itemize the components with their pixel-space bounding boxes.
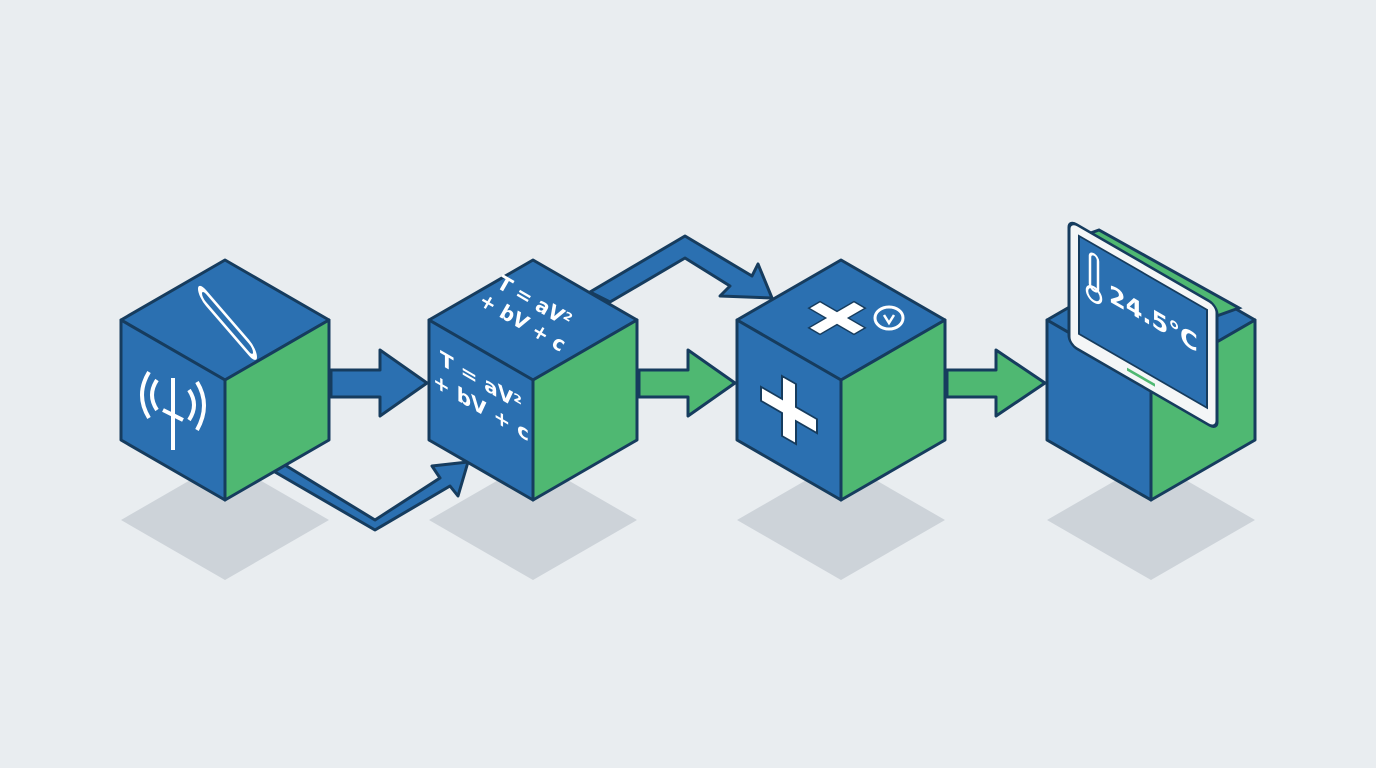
status-indicator xyxy=(1127,367,1155,387)
check-circle-icon xyxy=(873,305,905,331)
thermometer-icon xyxy=(1085,252,1103,305)
sensor-cube xyxy=(119,258,331,582)
processing-cube xyxy=(735,258,947,582)
plus-icon xyxy=(807,300,867,336)
thermometer-icon xyxy=(198,285,257,360)
plus-icon-front xyxy=(760,374,818,446)
antenna-probe-icon xyxy=(140,370,206,450)
curved-arrow-1 xyxy=(273,460,470,532)
arrow-3 xyxy=(945,348,1047,418)
curved-arrow-2 xyxy=(588,234,774,304)
arrow-2 xyxy=(637,348,737,418)
display-cube: 24.5°C xyxy=(1045,221,1257,582)
formula-cube: T = aV² + bV + c T = aV² + bV + c xyxy=(427,258,639,582)
arrow-1 xyxy=(329,348,429,418)
display-screen: 24.5°C xyxy=(1067,221,1219,428)
